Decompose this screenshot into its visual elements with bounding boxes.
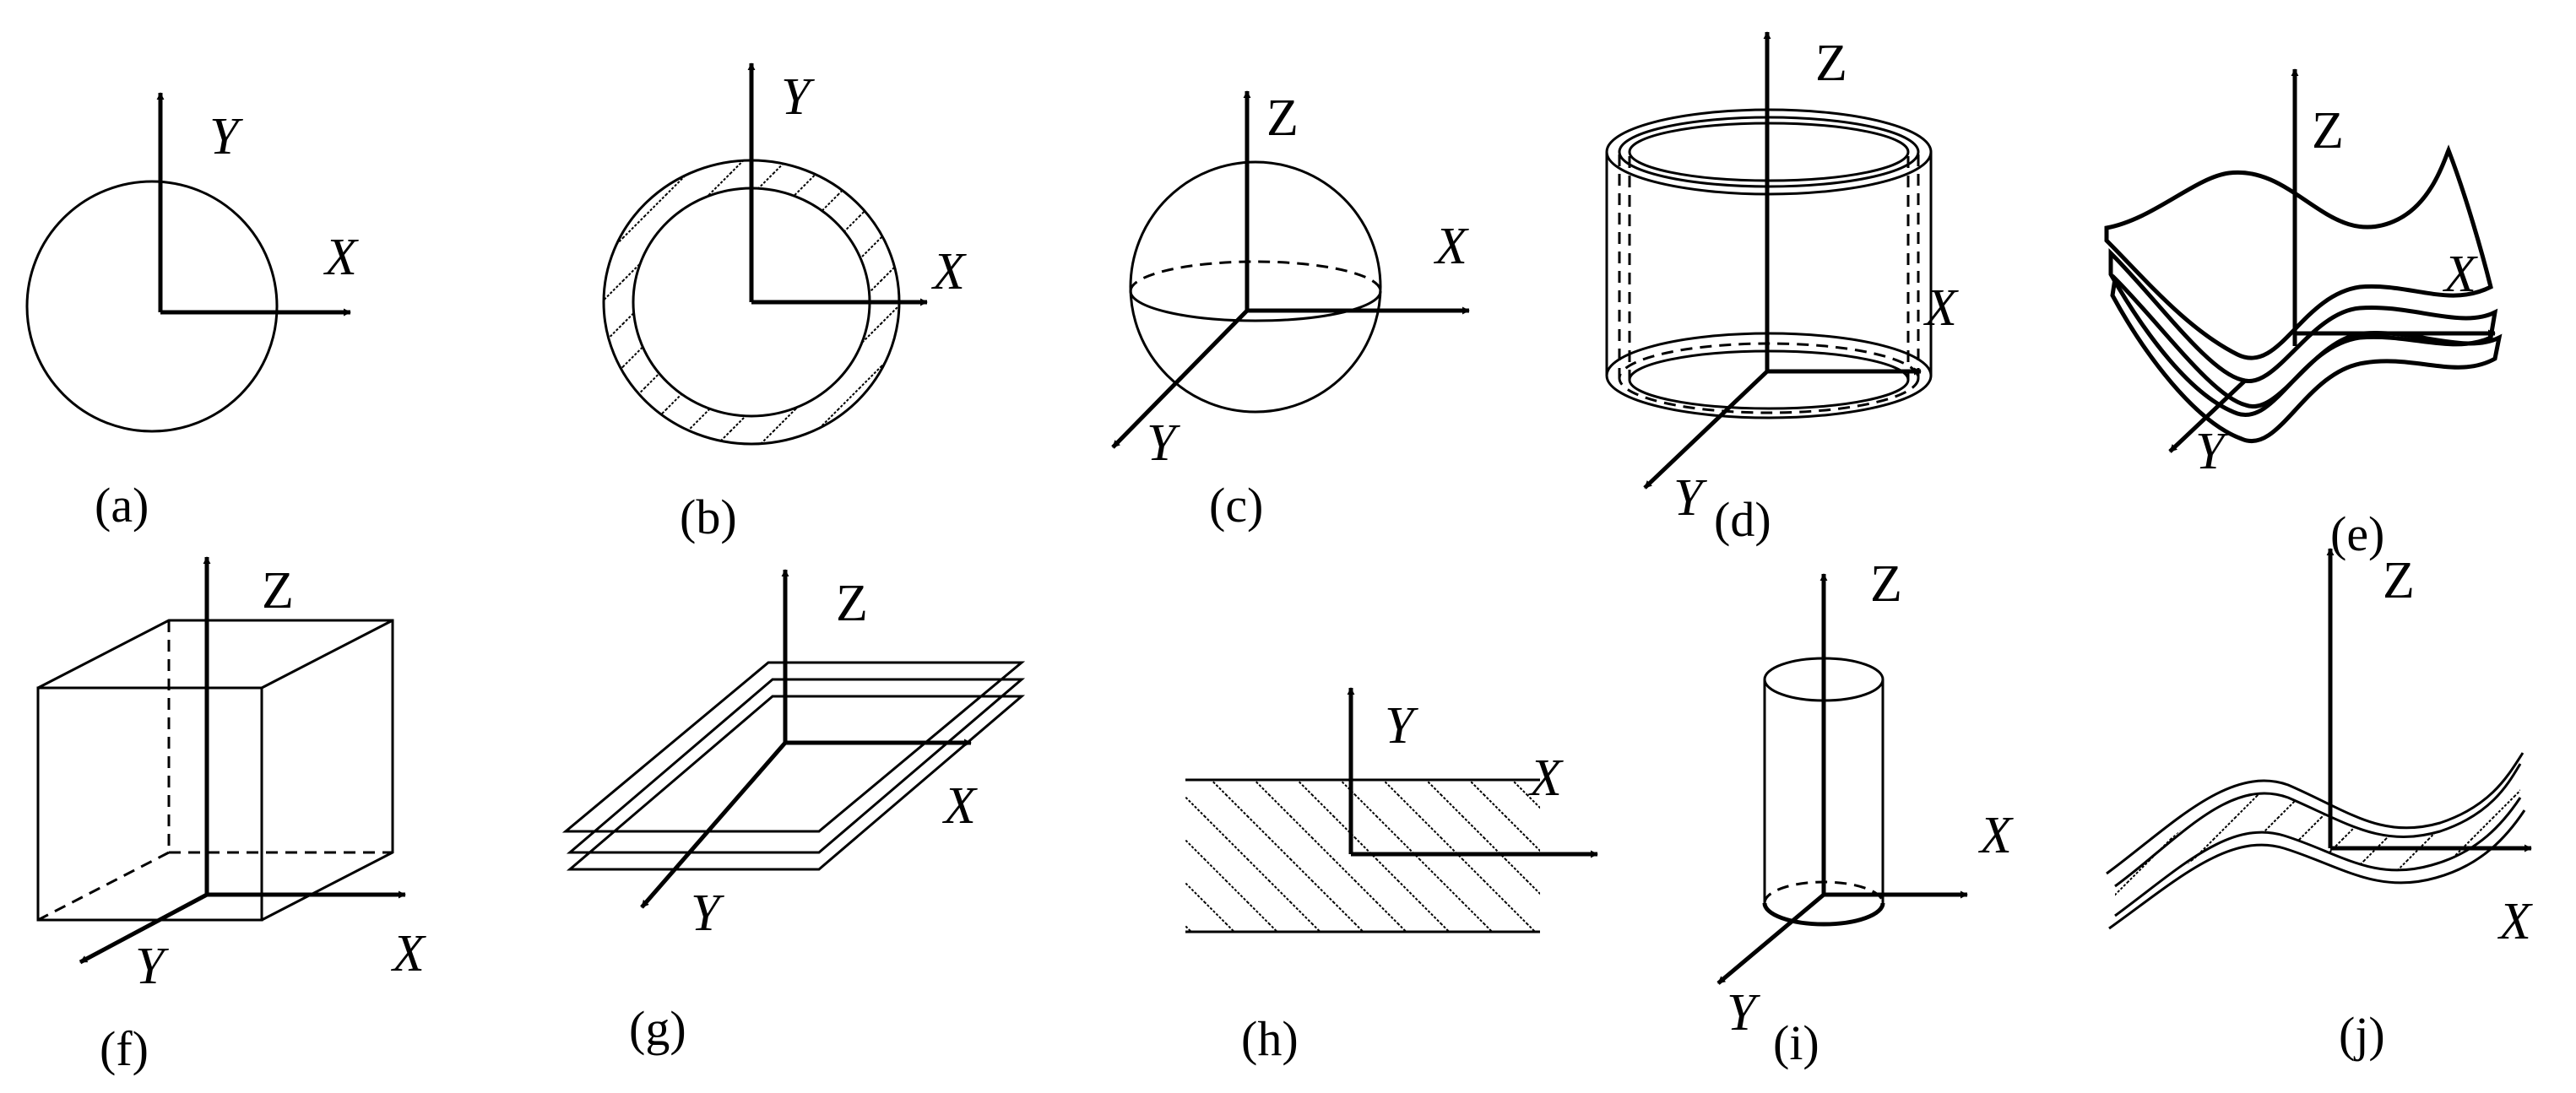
panel-f-cube: Z X Y (f)	[36, 556, 426, 1076]
panel-g-flat-plates: Z X Y (g)	[561, 569, 1026, 1056]
caption-c: (c)	[1209, 478, 1263, 533]
caption-h: (h)	[1241, 1011, 1299, 1066]
caption-j: (j)	[2339, 1007, 2385, 1062]
x-axis-label: X	[2442, 246, 2478, 303]
y-axis-label: Y	[135, 938, 169, 995]
z-axis-label: Z	[1815, 35, 1847, 92]
x-axis-label: X	[1433, 218, 1469, 275]
wavy-plate-1	[2104, 144, 2493, 360]
z-axis-label: Z	[2383, 552, 2415, 609]
x-axis-label: X	[1923, 279, 1959, 337]
caption-i: (i)	[1773, 1015, 1819, 1070]
band-inner-top	[2114, 763, 2522, 888]
x-axis-label: X	[323, 229, 359, 286]
cube-back-edges	[37, 619, 394, 922]
plate-3	[566, 695, 1026, 871]
y-axis-label: Y	[1673, 469, 1707, 527]
cube-hidden-depth	[37, 851, 170, 922]
hatched-disk	[25, 180, 279, 433]
cylinder-bottom-front	[1762, 902, 1885, 927]
y-axis-label: Y	[691, 885, 724, 942]
band-outer-top	[2106, 752, 2524, 875]
wavy-plate-2	[2108, 247, 2498, 418]
x-axis-label: X	[390, 925, 426, 982]
y-axis	[1643, 370, 1769, 490]
caption-a: (a)	[95, 478, 149, 533]
x-axis-label: X	[2497, 893, 2533, 950]
x-axis-label: X	[941, 777, 978, 835]
wavy-plate-3	[2110, 273, 2503, 443]
panel-a-disk: Y X (a)	[25, 92, 359, 533]
z-axis-label: Z	[2312, 102, 2344, 160]
sphere-outline	[1129, 160, 1382, 414]
y-axis-label: Y	[209, 108, 243, 165]
caption-d: (d)	[1714, 492, 1771, 547]
y-axis-label: Y	[1727, 984, 1760, 1042]
x-axis-label: X	[1977, 807, 2014, 864]
equator-front	[1129, 290, 1382, 322]
caption-b: (b)	[680, 490, 737, 544]
band-inner-bottom	[2114, 797, 2522, 917]
plate-2	[566, 678, 1026, 854]
x-axis-label: X	[930, 243, 967, 300]
y-axis-label: Y	[1147, 414, 1180, 472]
caption-g: (g)	[629, 1001, 686, 1056]
z-axis-label: Z	[1870, 555, 1902, 613]
y-axis-label: Y	[781, 68, 815, 126]
panel-c-sphere: Z X Y (c)	[1111, 89, 1470, 533]
panel-d-cylinder-shell: Z X Y (d)	[1605, 31, 1959, 547]
panel-i-thin-cylinder: Z X Y (i)	[1716, 555, 2014, 1070]
z-axis-label: Z	[1266, 89, 1299, 147]
panel-h-strip: Y X (h)	[1185, 687, 1598, 1066]
panel-j-curved-band: Z X (j)	[2106, 548, 2533, 1062]
y-axis	[79, 892, 209, 965]
panel-b-annulus: Y X (b)	[602, 62, 967, 544]
bottom-outer-front	[1605, 375, 1933, 419]
plate-1	[561, 661, 1026, 833]
caption-f: (f)	[100, 1021, 149, 1076]
caption-e: (e)	[2330, 506, 2384, 561]
y-axis	[1716, 893, 1825, 985]
band-outer-bottom	[2108, 809, 2526, 930]
y-axis	[1111, 309, 1249, 449]
cube-top-edge	[261, 619, 393, 690]
cube-front-face	[36, 686, 263, 922]
equator-back	[1129, 260, 1382, 292]
z-axis-label: Z	[836, 575, 868, 632]
panel-e-wavy-plates: Z X Y (e)	[2104, 68, 2503, 561]
hatched-band	[2115, 764, 2520, 920]
y-axis	[2168, 378, 2248, 453]
y-axis	[640, 741, 787, 909]
y-axis-label: Y	[2195, 423, 2229, 480]
y-axis-label: Y	[1385, 697, 1418, 755]
x-axis-label: X	[1527, 749, 1564, 807]
z-axis-label: Z	[262, 562, 294, 620]
